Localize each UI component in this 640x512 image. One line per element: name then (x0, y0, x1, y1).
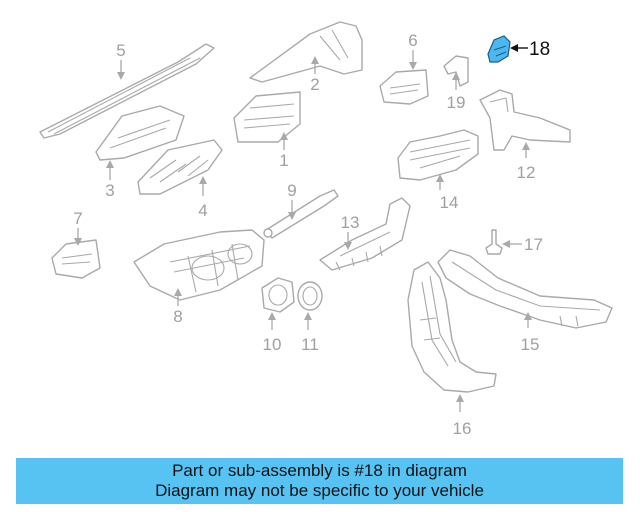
callout-7: 7 (73, 209, 83, 246)
info-banner: Part or sub-assembly is #18 in diagram D… (16, 458, 623, 504)
callout-4: 4 (198, 176, 208, 220)
callout-16: 16 (453, 394, 472, 438)
svg-text:18: 18 (529, 39, 550, 60)
svg-text:7: 7 (73, 209, 82, 228)
part-6-side-vent[interactable] (379, 69, 429, 105)
svg-text:4: 4 (198, 201, 207, 220)
svg-text:17: 17 (524, 235, 543, 254)
callout-8: 8 (173, 288, 183, 326)
callout-9: 9 (287, 181, 297, 220)
part-4-double-vent[interactable] (137, 139, 223, 195)
svg-text:8: 8 (173, 307, 182, 326)
callout-2: 2 (310, 56, 320, 94)
svg-text:19: 19 (447, 93, 466, 112)
part-5-dash-trim[interactable] (39, 43, 215, 139)
svg-text:12: 12 (517, 163, 536, 182)
parts-diagram: 5 2 6 18 19 1 3 4 12 (39, 21, 613, 438)
callout-11: 11 (301, 312, 319, 354)
banner-line-part: Part or sub-assembly is #18 in diagram (172, 461, 467, 480)
part-8-dash-panel[interactable] (133, 229, 265, 301)
svg-text:1: 1 (279, 151, 288, 170)
part-13-lower-duct[interactable] (319, 197, 411, 271)
part-3-vent-bezel[interactable] (95, 105, 185, 161)
svg-text:16: 16 (453, 419, 472, 438)
part-18-highlighted[interactable] (487, 35, 511, 63)
callout-5: 5 (116, 41, 126, 80)
part-19-clip[interactable] (443, 55, 469, 87)
part-9-tube[interactable] (263, 189, 339, 239)
callout-3: 3 (105, 160, 115, 200)
callout-13: 13 (341, 213, 360, 250)
svg-text:5: 5 (116, 41, 125, 60)
part-16-floor-duct[interactable] (407, 261, 497, 393)
callout-15: 15 (521, 312, 540, 354)
part-17-pin[interactable] (485, 229, 503, 255)
part-1-center-vent[interactable] (233, 91, 301, 143)
callout-1: 1 (279, 132, 289, 170)
callout-17: 17 (502, 235, 543, 254)
part-11-ring[interactable] (297, 281, 323, 311)
callout-10: 10 (263, 312, 282, 354)
svg-text:2: 2 (310, 75, 319, 94)
callout-19: 19 (447, 72, 466, 112)
svg-text:11: 11 (301, 335, 319, 354)
svg-text:15: 15 (521, 335, 540, 354)
callout-14: 14 (436, 174, 458, 212)
svg-text:3: 3 (105, 181, 114, 200)
part-2-upper-duct[interactable] (249, 21, 363, 83)
svg-text:10: 10 (263, 335, 282, 354)
callout-18[interactable]: 18 (510, 39, 550, 60)
svg-text:6: 6 (408, 31, 417, 50)
part-7-side-vent[interactable] (51, 239, 101, 279)
part-15-floor-duct[interactable] (437, 249, 613, 329)
callout-6: 6 (408, 31, 418, 70)
part-12-right-duct[interactable] (479, 89, 571, 151)
part-10-round-vent[interactable] (261, 277, 295, 313)
callout-12: 12 (517, 142, 536, 182)
svg-text:13: 13 (341, 213, 360, 232)
svg-text:14: 14 (440, 193, 459, 212)
banner-line-disclaimer: Diagram may not be specific to your vehi… (155, 481, 484, 500)
svg-text:9: 9 (287, 181, 296, 200)
part-14-console-duct[interactable] (397, 129, 479, 181)
